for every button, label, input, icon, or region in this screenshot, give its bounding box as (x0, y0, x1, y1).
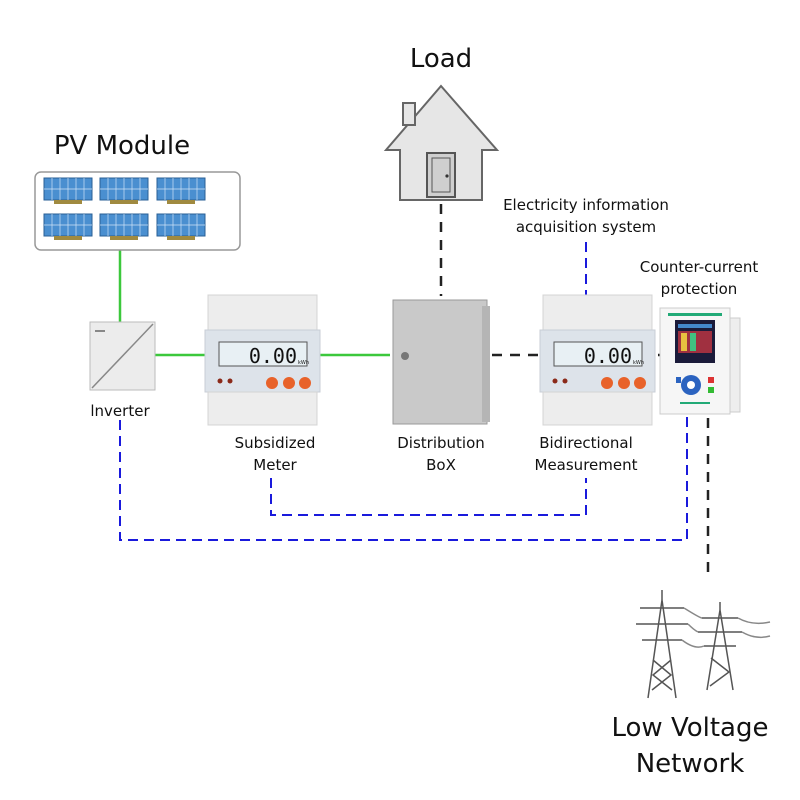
meter-unit: kWh (633, 360, 644, 366)
counter-line1: Counter-current (639, 258, 759, 276)
solar-panel-icon (43, 177, 93, 204)
counter-current-protection-label: Counter-current protection (640, 256, 759, 300)
meter-reading: 0.00 (249, 344, 297, 368)
acquisition-line1: Electricity information (503, 196, 669, 214)
subsidized-meter-label: Subsidized Meter (235, 432, 316, 476)
pv-module-title: PV Module (53, 131, 191, 161)
low-voltage-line1: Low Voltage (611, 713, 769, 743)
inverter-icon (89, 321, 156, 391)
counter-current-protection-device-icon (659, 307, 741, 415)
transmission-tower-icon (636, 590, 771, 699)
distribution-line2: BoX (426, 456, 456, 474)
meter-unit: kWh (298, 360, 309, 366)
distribution-box-icon (392, 299, 490, 425)
low-voltage-network-title: Low Voltage Network (612, 710, 769, 782)
solar-panel-icon (99, 177, 149, 204)
meter-reading: 0.00 (584, 344, 632, 368)
subsidized-line2: Meter (253, 456, 297, 474)
inverter-label: lnverter (90, 402, 150, 420)
solar-panel-icon (43, 213, 93, 240)
distribution-box-label: Distribution BoX (397, 432, 485, 476)
solar-panel-icon (156, 177, 206, 204)
solar-panel-icon (156, 213, 206, 240)
low-voltage-line2: Network (635, 749, 745, 779)
load-title: Load (409, 44, 473, 74)
counter-line2: protection (660, 280, 738, 298)
acquisition-line2: acquisition system (515, 218, 657, 236)
solar-panel-icon (99, 213, 149, 240)
house-icon (383, 84, 500, 201)
blue-comm-lines (119, 242, 688, 541)
bidirectional-line1: Bidirectional (539, 434, 633, 452)
acquisition-system-label: Electricity information acquisition syst… (503, 194, 669, 238)
bidirectional-measurement-label: Bidirectional Measurement (535, 432, 638, 476)
subsidized-line1: Subsidized (234, 434, 316, 452)
bidirectional-line2: Measurement (534, 456, 638, 474)
distribution-line1: Distribution (397, 434, 485, 452)
green-power-lines (118, 250, 390, 357)
